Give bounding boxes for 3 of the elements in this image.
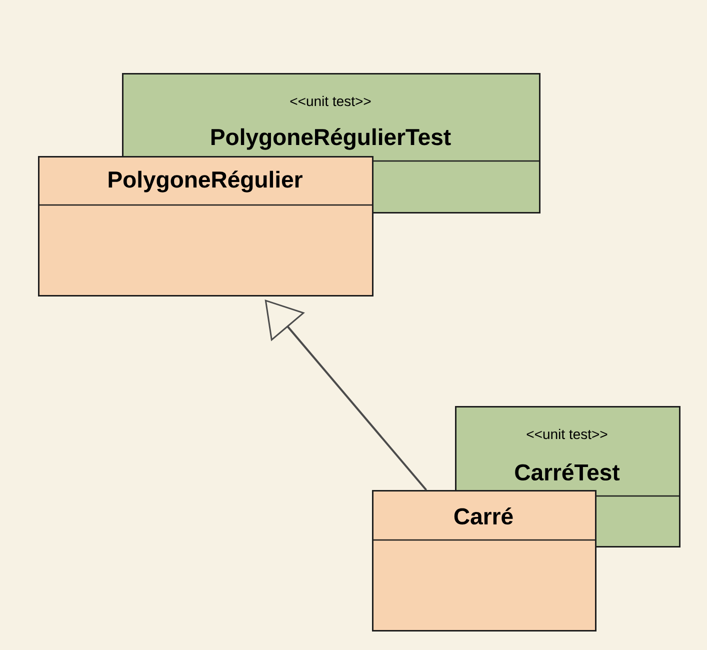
class-box: PolygoneRégulier bbox=[38, 156, 374, 296]
class-box: Carré bbox=[372, 490, 596, 632]
generalization-arrow bbox=[264, 300, 428, 491]
